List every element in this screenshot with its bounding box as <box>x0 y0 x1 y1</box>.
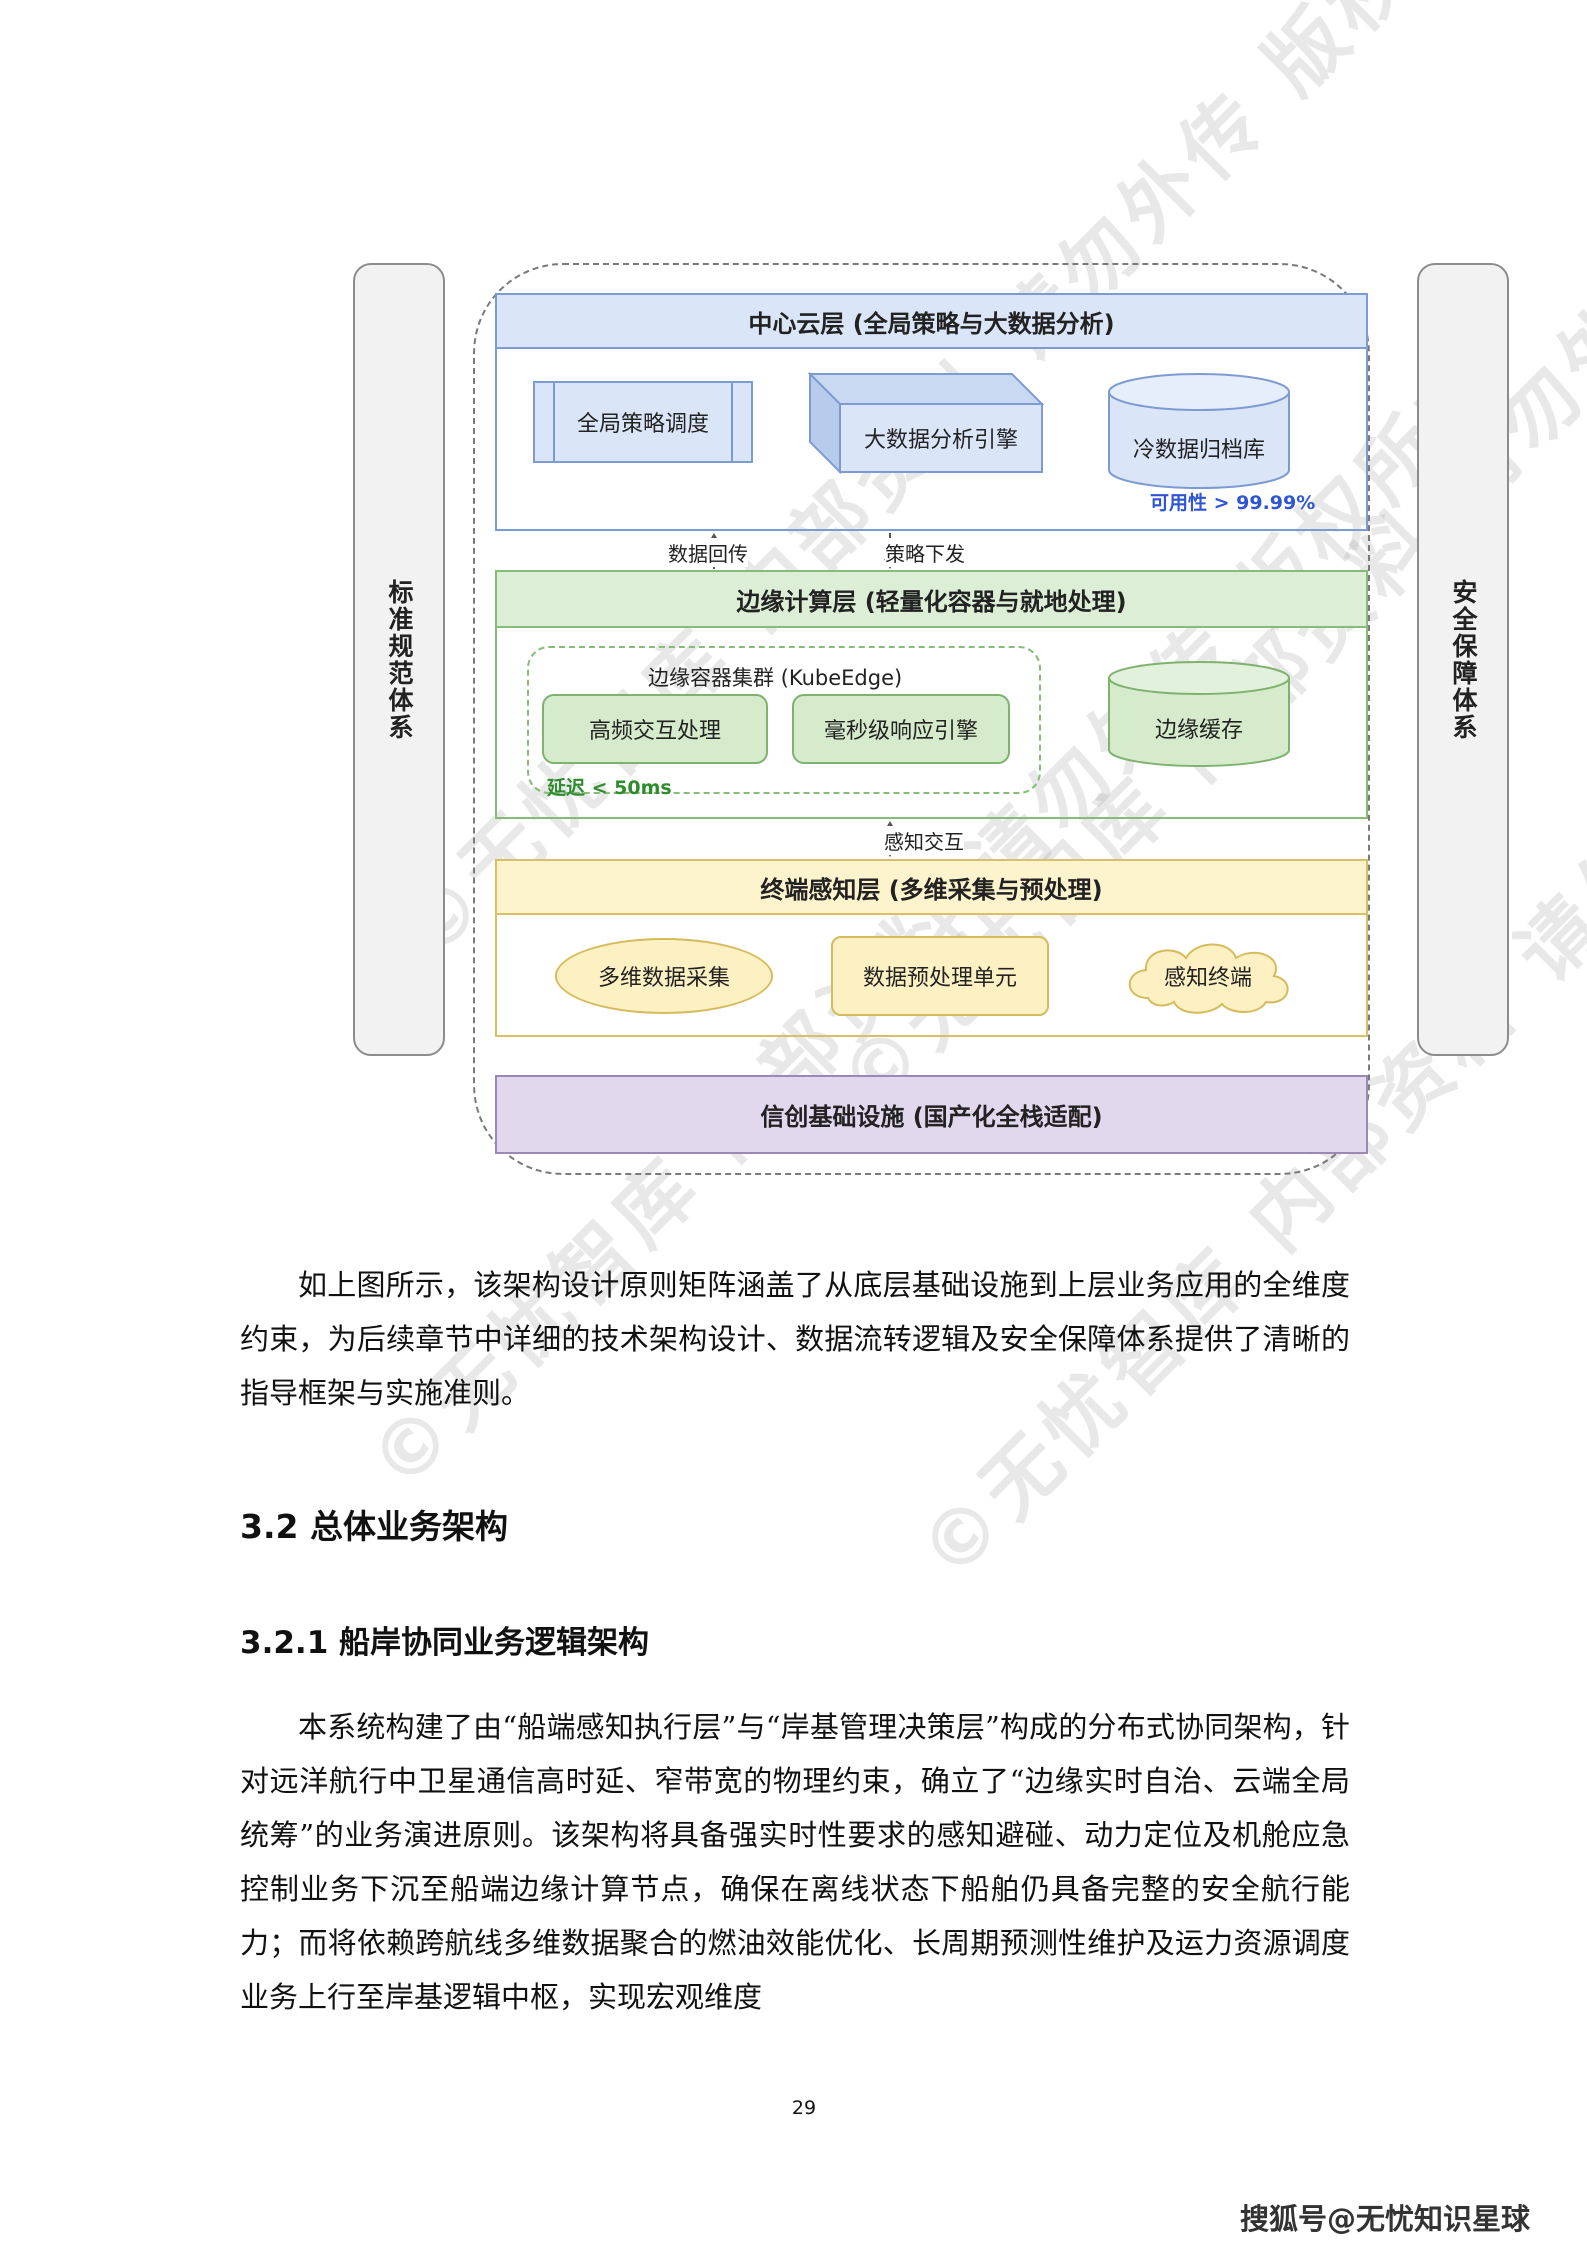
global-strategy-node: 全局策略调度 <box>533 381 753 463</box>
infra-layer: 信创基础设施 (国产化全栈适配) <box>495 1075 1368 1154</box>
cluster-label: 边缘容器集群 (KubeEdge) <box>648 666 903 690</box>
big-data-engine-label: 大数据分析引擎 <box>863 428 1018 453</box>
section-heading-3-2-1: 3.2.1 船岸协同业务逻辑架构 <box>240 1625 650 1661</box>
multi-dim-collection-label: 多维数据采集 <box>597 966 730 991</box>
process-bar-right <box>731 383 733 461</box>
flow-mid-label: 感知交互 <box>884 826 964 855</box>
sensing-terminal-cloud-shape <box>1128 943 1289 1014</box>
diagram-outer-boundary <box>473 263 1370 1175</box>
section-heading-3-2: 3.2 总体业务架构 <box>240 1507 508 1546</box>
high-frequency-node: 高频交互处理 <box>542 694 768 764</box>
paragraph-ship-shore-architecture: 本系统构建了由“船端感知执行层”与“岸基管理决策层”构成的分布式协同架构，针对远… <box>240 1710 1350 2014</box>
standards-system-pill: 标准规范体系 <box>353 263 445 1056</box>
edge-layer: 边缘计算层 (轻量化容器与就地处理) <box>495 570 1368 819</box>
multi-dim-collection-node: 多维数据采集 <box>555 938 773 1014</box>
terminal-layer-title: 终端感知层 (多维采集与预处理) <box>497 861 1366 915</box>
cloud-layer-title: 中心云层 (全局策略与大数据分析) <box>497 295 1366 349</box>
edge-cache-label: 边缘缓存 <box>1154 718 1243 743</box>
cloud-layer: 中心云层 (全局策略与大数据分析) <box>495 293 1368 531</box>
flow-down-label: 策略下发 <box>885 538 965 567</box>
terminal-layer: 终端感知层 (多维采集与预处理) <box>495 859 1368 1037</box>
global-strategy-label: 全局策略调度 <box>576 412 709 437</box>
cold-archive-label: 冷数据归档库 <box>1132 438 1265 463</box>
sensing-terminal-label: 感知终端 <box>1163 966 1252 991</box>
ms-response-node: 毫秒级响应引擎 <box>792 694 1010 764</box>
security-system-pill: 安全保障体系 <box>1417 263 1509 1056</box>
preprocessing-unit-node: 数据预处理单元 <box>831 936 1049 1016</box>
edge-cache-cylinder <box>1108 661 1290 767</box>
edge-container-cluster <box>527 646 1041 794</box>
preprocessing-unit-label: 数据预处理单元 <box>862 966 1017 991</box>
cold-archive-cylinder <box>1108 373 1290 489</box>
availability-label: 可用性 > 99.99% <box>1150 492 1316 514</box>
big-data-engine-cube <box>808 372 1044 474</box>
security-system-label: 安全保障体系 <box>1449 578 1478 741</box>
paragraph-diagram-summary: 如上图所示，该架构设计原则矩阵涵盖了从底层基础设施到上层业务应用的全维度约束，为… <box>240 1268 1350 1410</box>
latency-label: 延迟 < 50ms <box>547 777 672 799</box>
footer-brand-watermark: 搜狐号@无忧知识星球 <box>1240 2202 1531 2236</box>
edge-layer-title: 边缘计算层 (轻量化容器与就地处理) <box>497 572 1366 628</box>
flow-up-label: 数据回传 <box>668 538 748 567</box>
ms-response-label: 毫秒级响应引擎 <box>823 719 978 744</box>
high-frequency-label: 高频交互处理 <box>588 719 721 744</box>
page-number: 29 <box>791 2097 817 2119</box>
process-bar-left <box>553 383 555 461</box>
standards-system-label: 标准规范体系 <box>385 578 414 741</box>
